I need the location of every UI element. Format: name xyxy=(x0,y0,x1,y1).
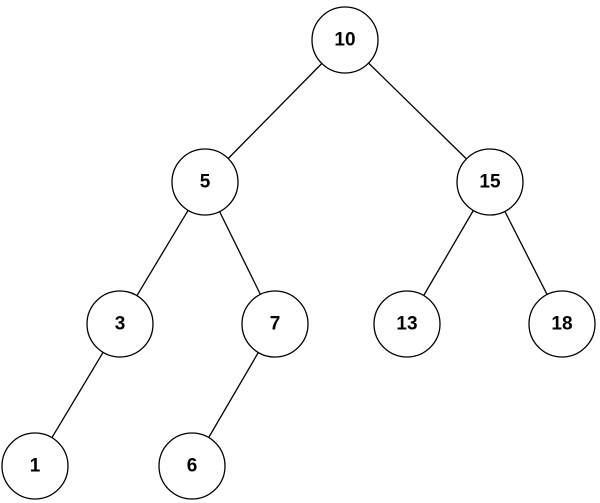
edge-n15-n18 xyxy=(504,211,548,295)
tree-node-5: 5 xyxy=(171,148,239,216)
edge-n5-n7 xyxy=(219,211,261,295)
node-label: 6 xyxy=(187,456,198,477)
node-label: 3 xyxy=(115,314,126,335)
node-label: 18 xyxy=(551,314,572,335)
node-circle xyxy=(241,290,309,358)
tree-node-6: 6 xyxy=(158,432,226,500)
tree-node-15: 15 xyxy=(456,148,524,216)
node-circle xyxy=(456,148,524,216)
node-label: 7 xyxy=(270,314,281,335)
edges-layer xyxy=(51,62,548,439)
edge-n15-n13 xyxy=(423,210,474,296)
edge-n5-n3 xyxy=(136,209,189,297)
edge-n10-n15 xyxy=(368,62,467,160)
node-label: 13 xyxy=(396,314,417,335)
node-label: 1 xyxy=(30,456,41,477)
edge-n10-n5 xyxy=(227,63,323,159)
node-circle xyxy=(528,290,596,358)
node-circle xyxy=(86,290,154,358)
node-label: 15 xyxy=(479,172,501,193)
tree-node-10: 10 xyxy=(311,6,379,74)
tree-node-1: 1 xyxy=(1,432,69,500)
node-circle xyxy=(158,432,226,500)
node-circle xyxy=(311,6,379,74)
node-label: 5 xyxy=(200,172,211,193)
tree-node-13: 13 xyxy=(373,290,441,358)
edge-n3-n1 xyxy=(51,351,104,439)
node-label: 10 xyxy=(334,30,355,51)
node-circle xyxy=(373,290,441,358)
nodes-layer: 10 5 15 3 7 13 18 1 6 xyxy=(1,6,596,500)
tree-node-18: 18 xyxy=(528,290,596,358)
edge-n7-n6 xyxy=(208,352,259,438)
node-circle xyxy=(1,432,69,500)
tree-node-3: 3 xyxy=(86,290,154,358)
node-circle xyxy=(171,148,239,216)
tree-node-7: 7 xyxy=(241,290,309,358)
